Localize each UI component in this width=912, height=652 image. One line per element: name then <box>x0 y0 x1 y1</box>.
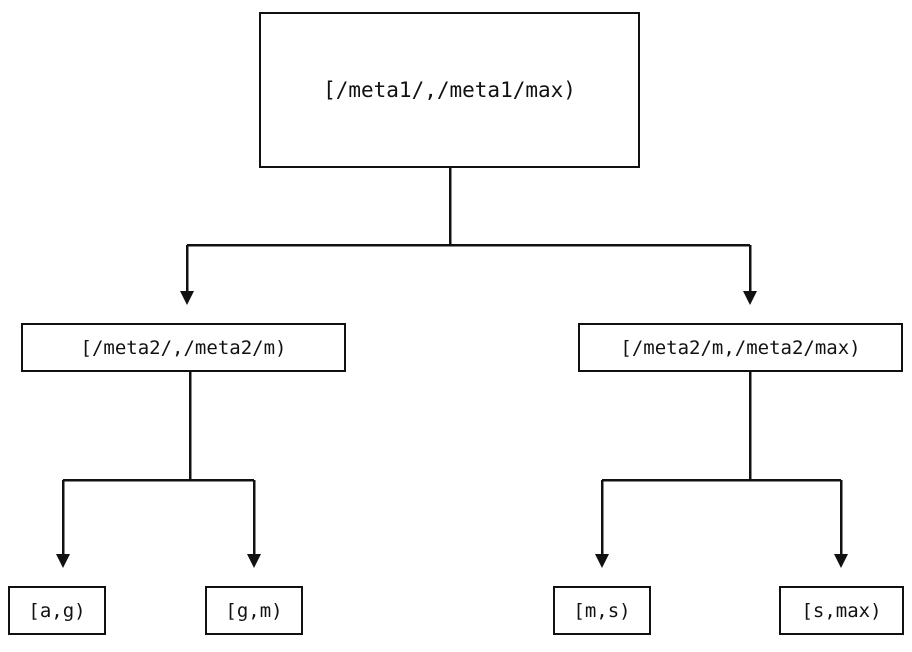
node-leaf-g-m[interactable]: [g,m) <box>205 586 303 635</box>
node-root[interactable]: [/meta1/,/meta1/max) <box>259 12 640 168</box>
node-mid-right[interactable]: [/meta2/m,/meta2/max) <box>578 323 903 372</box>
node-mid-left[interactable]: [/meta2/,/meta2/m) <box>21 323 346 372</box>
node-leaf-s-max[interactable]: [s,max) <box>779 586 904 635</box>
arrowhead-leaf-3 <box>595 554 609 568</box>
node-leaf-m-s[interactable]: [m,s) <box>553 586 651 635</box>
arrowhead-mid-right <box>743 291 757 305</box>
arrowhead-leaf-2 <box>247 554 261 568</box>
arrowhead-leaf-1 <box>56 554 70 568</box>
arrowhead-mid-left <box>180 291 194 305</box>
node-leaf-a-g[interactable]: [a,g) <box>8 586 106 635</box>
arrowhead-leaf-4 <box>834 554 848 568</box>
